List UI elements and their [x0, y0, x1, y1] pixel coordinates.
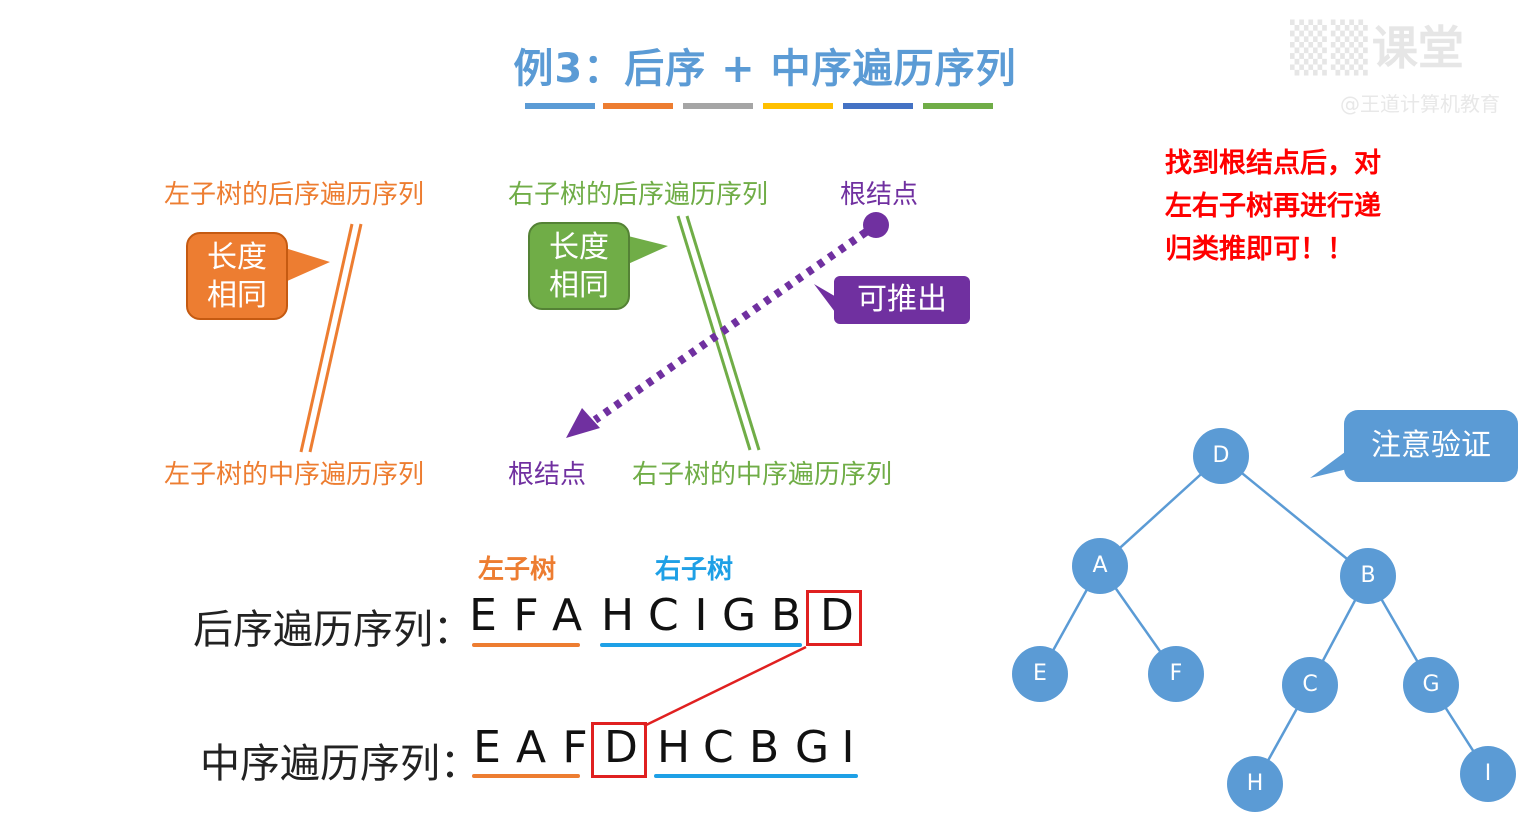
note-line-2: 左右子树再进行递	[1165, 191, 1381, 222]
title-bar-5	[843, 103, 913, 109]
note-line-1: 找到根结点后，对	[1165, 148, 1381, 179]
note-text: 找到根结点后，对 左右子树再进行递 归类推即可！！	[1165, 142, 1425, 271]
same-length-bubble-right: 长度 相同	[528, 222, 630, 310]
title-bar-1	[525, 103, 595, 109]
tree-node-e: E	[1012, 646, 1068, 702]
left-divider-line-2	[308, 223, 363, 453]
derive-arrow-line	[592, 228, 869, 424]
tree-node-a: A	[1072, 538, 1128, 594]
left-subtree-tag: 左子树	[478, 555, 557, 585]
left-divider-line-1	[299, 223, 354, 453]
purple-bubble-tail	[814, 284, 838, 316]
derive-arrow-head	[566, 408, 600, 438]
watermark-sub: @王道计算机教育	[1340, 92, 1500, 116]
post-letter: C	[648, 590, 679, 641]
post-letter: I	[694, 590, 708, 641]
in-letter: I	[841, 722, 855, 773]
in-letter: H	[657, 722, 691, 773]
bubble-text-line: 长度	[549, 230, 609, 265]
left-inorder-label: 左子树的中序遍历序列	[164, 460, 425, 490]
same-length-bubble-left: 长度 相同	[186, 232, 288, 320]
tree-node-i: I	[1460, 746, 1516, 802]
slide-title: 例3：后序 + 中序遍历序列	[513, 46, 1017, 92]
right-inorder-label: 右子树的中序遍历序列	[632, 460, 893, 490]
title-bar-6	[923, 103, 993, 109]
watermark-brand: 课堂	[1371, 21, 1464, 75]
post-letter: A	[552, 590, 583, 641]
in-letter: G	[795, 722, 830, 773]
bubble-text-line: 相同	[549, 268, 609, 303]
title-bar-3	[683, 103, 753, 109]
right-divider-line-2	[685, 215, 761, 451]
root-label-bottom: 根结点	[508, 460, 587, 490]
in-letter: B	[749, 722, 780, 773]
tree-node-d: D	[1193, 428, 1249, 484]
post-letter: E	[469, 590, 497, 641]
post-letter: F	[513, 590, 539, 641]
bubble-text-line: 长度	[207, 240, 267, 275]
in-letter: E	[473, 722, 501, 773]
in-letter: A	[516, 722, 547, 773]
right-postorder-label: 右子树的后序遍历序列	[508, 180, 769, 210]
post-letter: H	[601, 590, 635, 641]
derivable-bubble: 可推出	[834, 276, 970, 324]
note-line-3: 归类推即可！！	[1165, 234, 1354, 265]
root-label-top: 根结点	[840, 180, 919, 210]
tree-node-f: F	[1148, 646, 1204, 702]
title-bar-4	[763, 103, 833, 109]
postorder-label: 后序遍历序列：	[193, 607, 473, 653]
inorder-label: 中序遍历序列：	[200, 741, 480, 787]
tree-node-g: G	[1403, 657, 1459, 713]
orange-bubble-tail	[285, 248, 330, 282]
post-letter-root: D	[820, 590, 854, 641]
watermark-logo: ▒▒课堂	[1290, 20, 1464, 76]
root-dot	[863, 212, 889, 238]
in-letter: C	[703, 722, 734, 773]
left-postorder-label: 左子树的后序遍历序列	[164, 180, 425, 210]
tree-node-b: B	[1340, 548, 1396, 604]
verify-callout: 注意验证	[1344, 410, 1518, 482]
tree-edges	[1038, 455, 1490, 785]
d-connector-line	[643, 645, 807, 728]
title-bar-2	[603, 103, 673, 109]
post-letter: B	[771, 590, 802, 641]
bubble-text-line: 相同	[207, 278, 267, 313]
green-bubble-tail	[628, 236, 668, 264]
right-subtree-tag: 右子树	[655, 555, 734, 585]
post-letter: G	[722, 590, 757, 641]
in-letter-root: D	[604, 722, 638, 773]
tree-node-c: C	[1282, 657, 1338, 713]
post-root-highlight-box	[806, 590, 862, 646]
in-letter: F	[562, 722, 588, 773]
in-root-highlight-box	[591, 722, 647, 778]
tree-node-h: H	[1227, 756, 1283, 812]
